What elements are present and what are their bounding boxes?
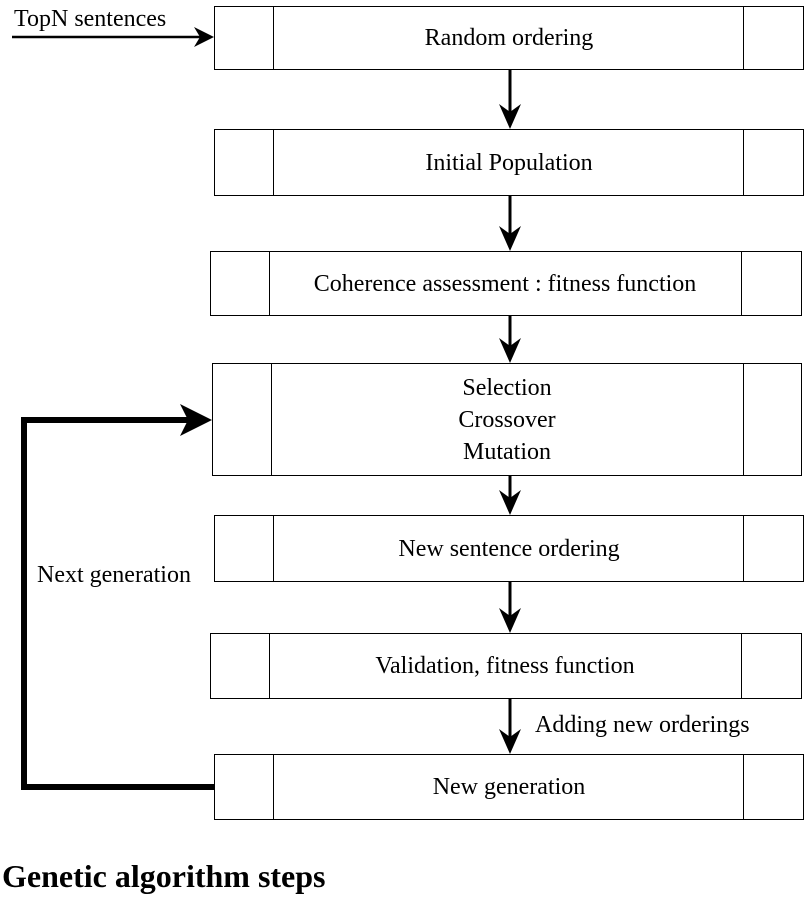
step-line-mutation: Mutation — [463, 438, 551, 465]
step-label: New sentence ordering — [398, 535, 620, 562]
step-coherence-assessment: Coherence assessment : fitness function — [210, 251, 802, 316]
down-arrow-6 — [499, 699, 521, 754]
step-initial-population: Initial Population — [214, 129, 804, 196]
step-selection-crossover-mutation: Selection Crossover Mutation — [212, 363, 802, 476]
figure-caption: Genetic algorithm steps — [2, 858, 326, 894]
step-line-crossover: Crossover — [458, 406, 556, 433]
step-validation-fitness: Validation, fitness function — [210, 633, 802, 699]
down-arrow-1 — [499, 70, 521, 129]
adding-label: Adding new orderings — [535, 712, 750, 738]
down-arrow-2 — [499, 196, 521, 251]
input-arrow — [12, 27, 214, 47]
loop-label: Next generation — [37, 562, 191, 588]
step-line-selection: Selection — [462, 374, 552, 401]
step-random-ordering: Random ordering — [214, 6, 804, 70]
step-label: New generation — [432, 774, 586, 800]
down-arrow-4 — [499, 476, 521, 515]
down-arrow-5 — [499, 582, 521, 633]
input-label: TopN sentences — [14, 6, 167, 32]
step-label: Initial Population — [425, 149, 593, 176]
step-label: Coherence assessment : fitness function — [313, 270, 697, 297]
step-label: Validation, fitness function — [375, 653, 635, 679]
step-new-generation: New generation — [214, 754, 804, 820]
step-label: Random ordering — [424, 25, 594, 51]
step-new-sentence-orderings: New sentence ordering — [214, 515, 804, 582]
down-arrow-3 — [499, 316, 521, 363]
feedback-loop-arrow — [21, 404, 214, 790]
